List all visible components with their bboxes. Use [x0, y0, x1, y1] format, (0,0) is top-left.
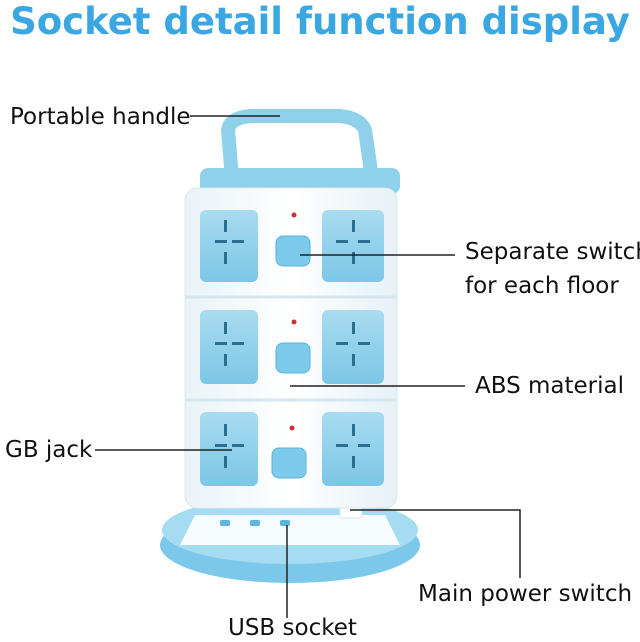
- label-separate-switch-2: for each floor: [465, 273, 619, 299]
- label-abs-material: ABS material: [475, 373, 625, 399]
- label-main-power-switch: Main power switch: [418, 581, 633, 607]
- handle: [200, 109, 400, 194]
- base: [160, 496, 420, 583]
- left-sockets: [200, 210, 258, 486]
- page-title: Socket detail function display: [10, 0, 630, 43]
- label-usb-socket: USB socket: [228, 615, 357, 641]
- pointer-lines: [95, 115, 521, 618]
- label-portable-handle: Portable handle: [10, 104, 191, 130]
- right-sockets: [322, 210, 384, 486]
- floor-switches: [271, 212, 311, 479]
- label-gb-jack: GB jack: [5, 437, 93, 463]
- label-separate-switch-1: Separate switch: [465, 239, 640, 265]
